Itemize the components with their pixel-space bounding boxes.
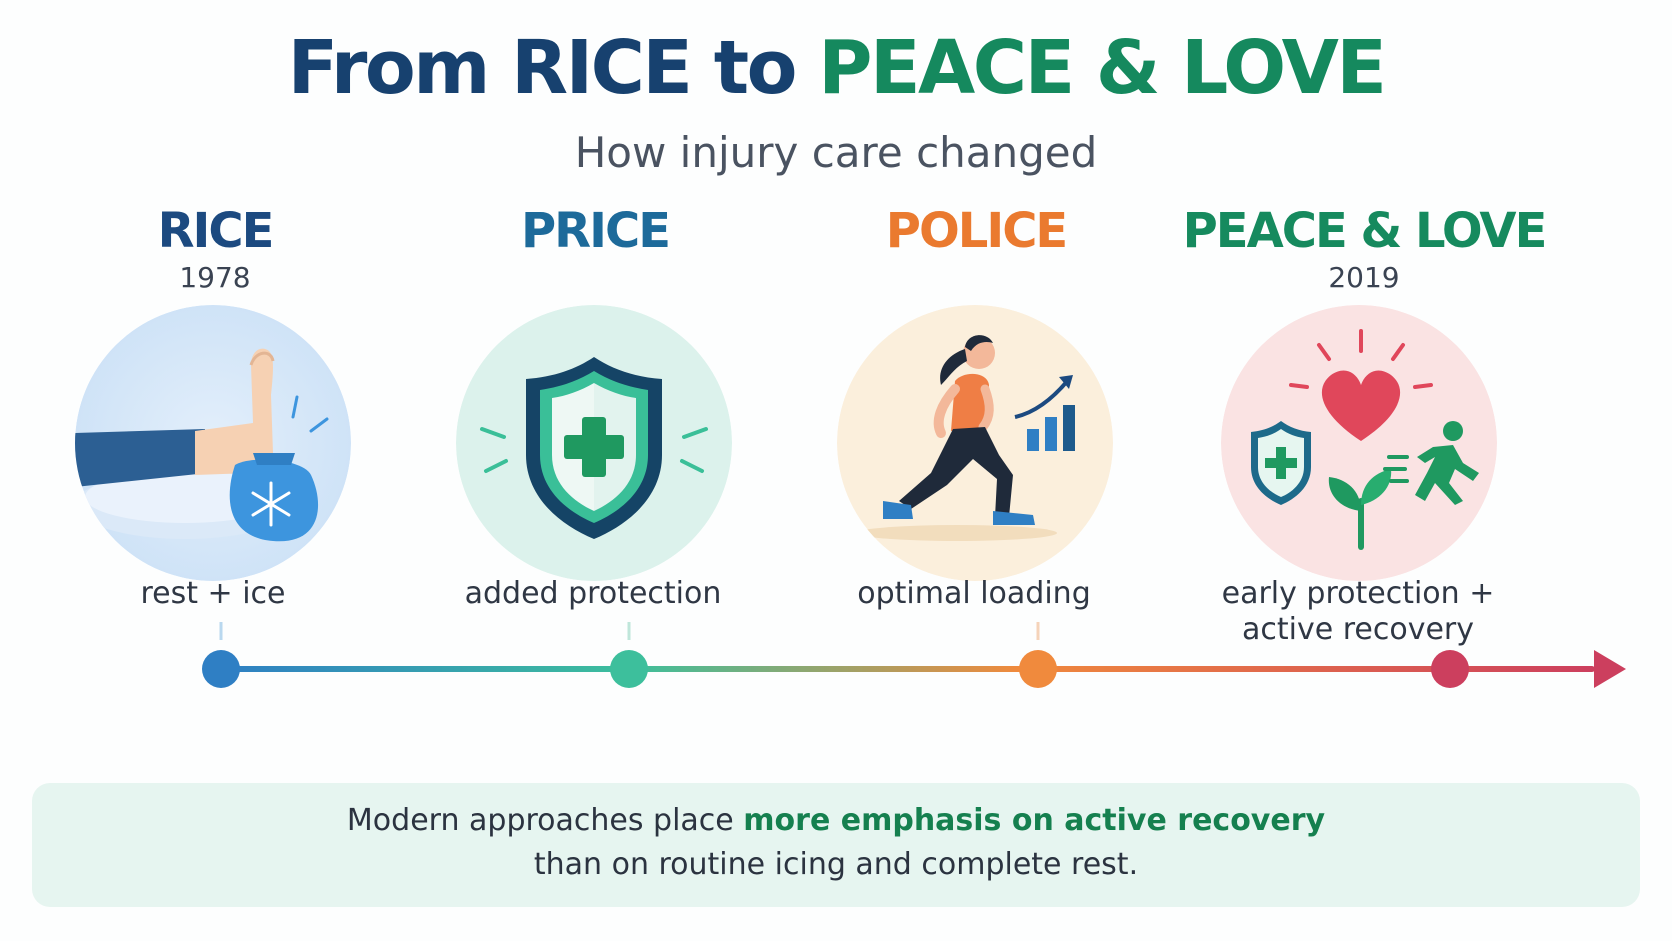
title-part-rice: From RICE to bbox=[287, 25, 798, 111]
stage-rice-caption: rest + ice bbox=[140, 576, 286, 611]
stage-police-name: POLICE bbox=[885, 203, 1068, 259]
elevated-foot-ice-pack-icon bbox=[75, 305, 351, 581]
timeline-dot-police bbox=[1019, 650, 1057, 688]
stage-price-name: PRICE bbox=[520, 203, 671, 259]
heart-shield-runner-plant-icon bbox=[1221, 305, 1497, 581]
timeline-arrowhead bbox=[1594, 650, 1626, 688]
stage-police-caption: optimal loading bbox=[857, 576, 1091, 611]
stage-rice-header: RICE 1978 bbox=[25, 205, 405, 292]
page-title: From RICE to PEACE & LOVE bbox=[0, 25, 1672, 111]
stage-peace-love-caption-line1: early protection + bbox=[1221, 576, 1495, 611]
summary-note: Modern approaches place more emphasis on… bbox=[32, 783, 1640, 907]
stage-rice-name: RICE bbox=[157, 203, 275, 259]
note-text-before: Modern approaches place bbox=[346, 803, 744, 838]
title-part-peace-love: PEACE & LOVE bbox=[818, 25, 1387, 111]
stage-police-header: POLICE bbox=[786, 205, 1166, 258]
lunge-exercise-loading-icon bbox=[837, 305, 1113, 581]
stage-price-caption: added protection bbox=[464, 576, 722, 611]
stage-peace-love-year: 2019 bbox=[1328, 260, 1400, 294]
timeline-line bbox=[220, 666, 1595, 672]
note-line1: Modern approaches place more emphasis on… bbox=[32, 799, 1640, 843]
timeline-dot-price bbox=[610, 650, 648, 688]
protection-shield-icon bbox=[456, 305, 732, 581]
stage-peace-love-caption: early protection + active recovery bbox=[1148, 576, 1568, 648]
stage-price-header: PRICE bbox=[405, 205, 785, 258]
page-subtitle: How injury care changed bbox=[574, 128, 1098, 177]
stage-rice-year: 1978 bbox=[179, 260, 251, 294]
stage-peace-love-name: PEACE & LOVE bbox=[1182, 203, 1548, 259]
stage-peace-love-caption-line2: active recovery bbox=[1241, 612, 1474, 647]
stage-peace-love-header: PEACE & LOVE 2019 bbox=[1169, 205, 1559, 292]
timeline-dot-peace-love bbox=[1431, 650, 1469, 688]
timeline-dot-rice bbox=[202, 650, 240, 688]
timeline bbox=[202, 622, 1626, 688]
note-highlight: more emphasis on active recovery bbox=[743, 803, 1326, 838]
note-line2: than on routine icing and complete rest. bbox=[533, 847, 1139, 882]
